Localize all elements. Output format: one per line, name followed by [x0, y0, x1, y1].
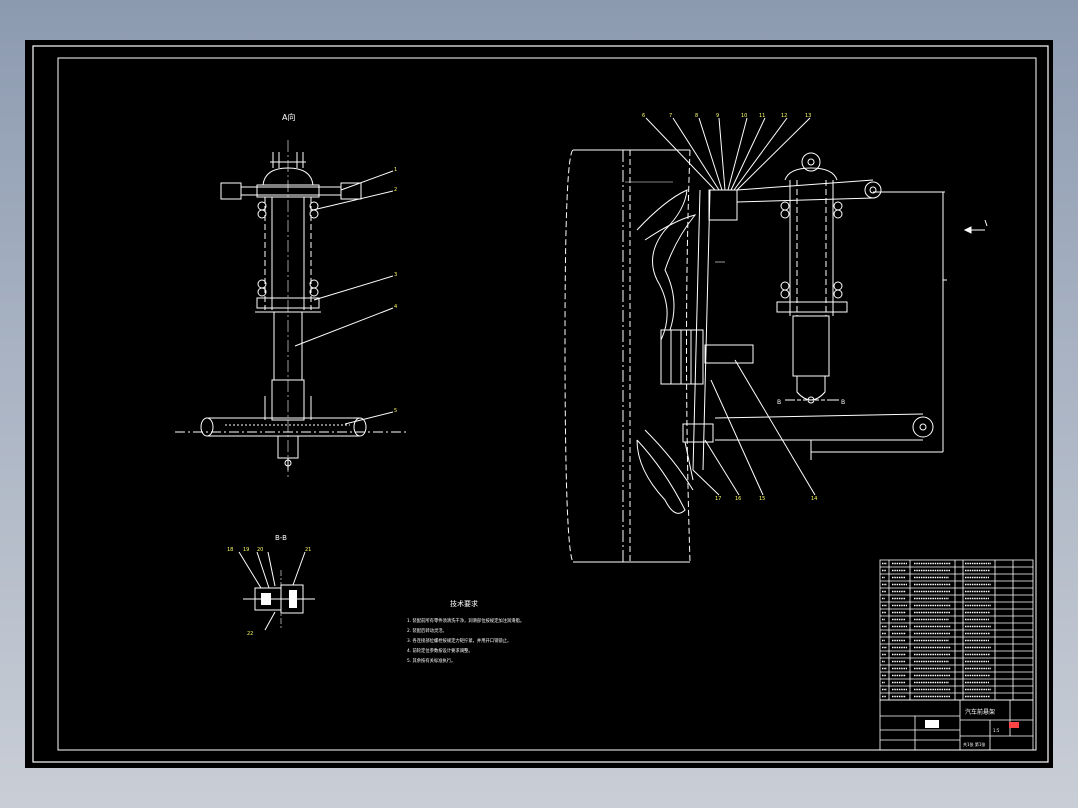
left-view-a: A向	[175, 112, 407, 480]
tech-item-3: 3. 各连接部位螺栓按规定力矩拧紧，并用开口销锁止。	[407, 637, 511, 644]
callout-7: 7	[669, 113, 672, 119]
callout-11: 11	[759, 113, 765, 119]
callout-12: 12	[781, 113, 787, 119]
parts-list	[879, 559, 1034, 701]
drawing-sheet: A向	[32, 45, 1049, 763]
callout-8: 8	[695, 113, 698, 119]
title-block: 汽车前悬架 1:5 共1张 第1张	[879, 699, 1034, 751]
view-a-label: A向	[282, 112, 295, 122]
tech-item-1: 1. 装配前所有零件须清洗干净，润滑部位按规定加注润滑脂。	[407, 617, 524, 624]
callout-15: 15	[759, 496, 765, 502]
drawing-name: 汽车前悬架	[965, 708, 995, 716]
callout-9: 9	[716, 113, 719, 119]
detail-view-b: B-B 18 19 20 21 22	[227, 534, 315, 637]
right-main-view: B B 6 7 8 9 10 11 12 13 17 16 15 14	[564, 113, 988, 563]
callout-13: 13	[805, 113, 811, 119]
tech-title: 技术要求	[450, 599, 478, 608]
callout-5: 5	[394, 408, 397, 414]
callout-18: 18	[227, 547, 233, 553]
callout-16: 16	[735, 496, 741, 502]
cad-viewport[interactable]: A向	[25, 40, 1053, 768]
callout-22: 22	[247, 631, 253, 637]
callout-19: 19	[243, 547, 249, 553]
callout-17: 17	[715, 496, 721, 502]
callout-3: 3	[394, 272, 397, 278]
callout-2: 2	[394, 187, 397, 193]
tech-requirements: 技术要求 1. 装配前所有零件须清洗干净，润滑部位按规定加注润滑脂。 2. 装配…	[407, 599, 524, 664]
sheet-info: 共1张 第1张	[963, 741, 985, 747]
view-b-label: B-B	[275, 534, 287, 542]
svg-text:B: B	[841, 399, 845, 406]
inner-frame	[57, 57, 1037, 751]
callout-6: 6	[642, 113, 645, 119]
callout-20: 20	[257, 547, 263, 553]
callout-21: 21	[305, 547, 311, 553]
callout-10: 10	[741, 113, 747, 119]
svg-text:B: B	[777, 399, 781, 406]
callout-14: 14	[811, 496, 817, 502]
callout-1: 1	[394, 167, 397, 173]
scale-value: 1:5	[993, 728, 1000, 733]
outer-frame	[32, 45, 1049, 763]
tech-item-5: 5. 其余按有关标准执行。	[407, 657, 455, 664]
tech-item-2: 2. 装配后转动灵活。	[407, 627, 447, 634]
tech-item-4: 4. 前轮定位参数按设计要求调整。	[407, 647, 473, 654]
callout-4: 4	[394, 304, 397, 310]
